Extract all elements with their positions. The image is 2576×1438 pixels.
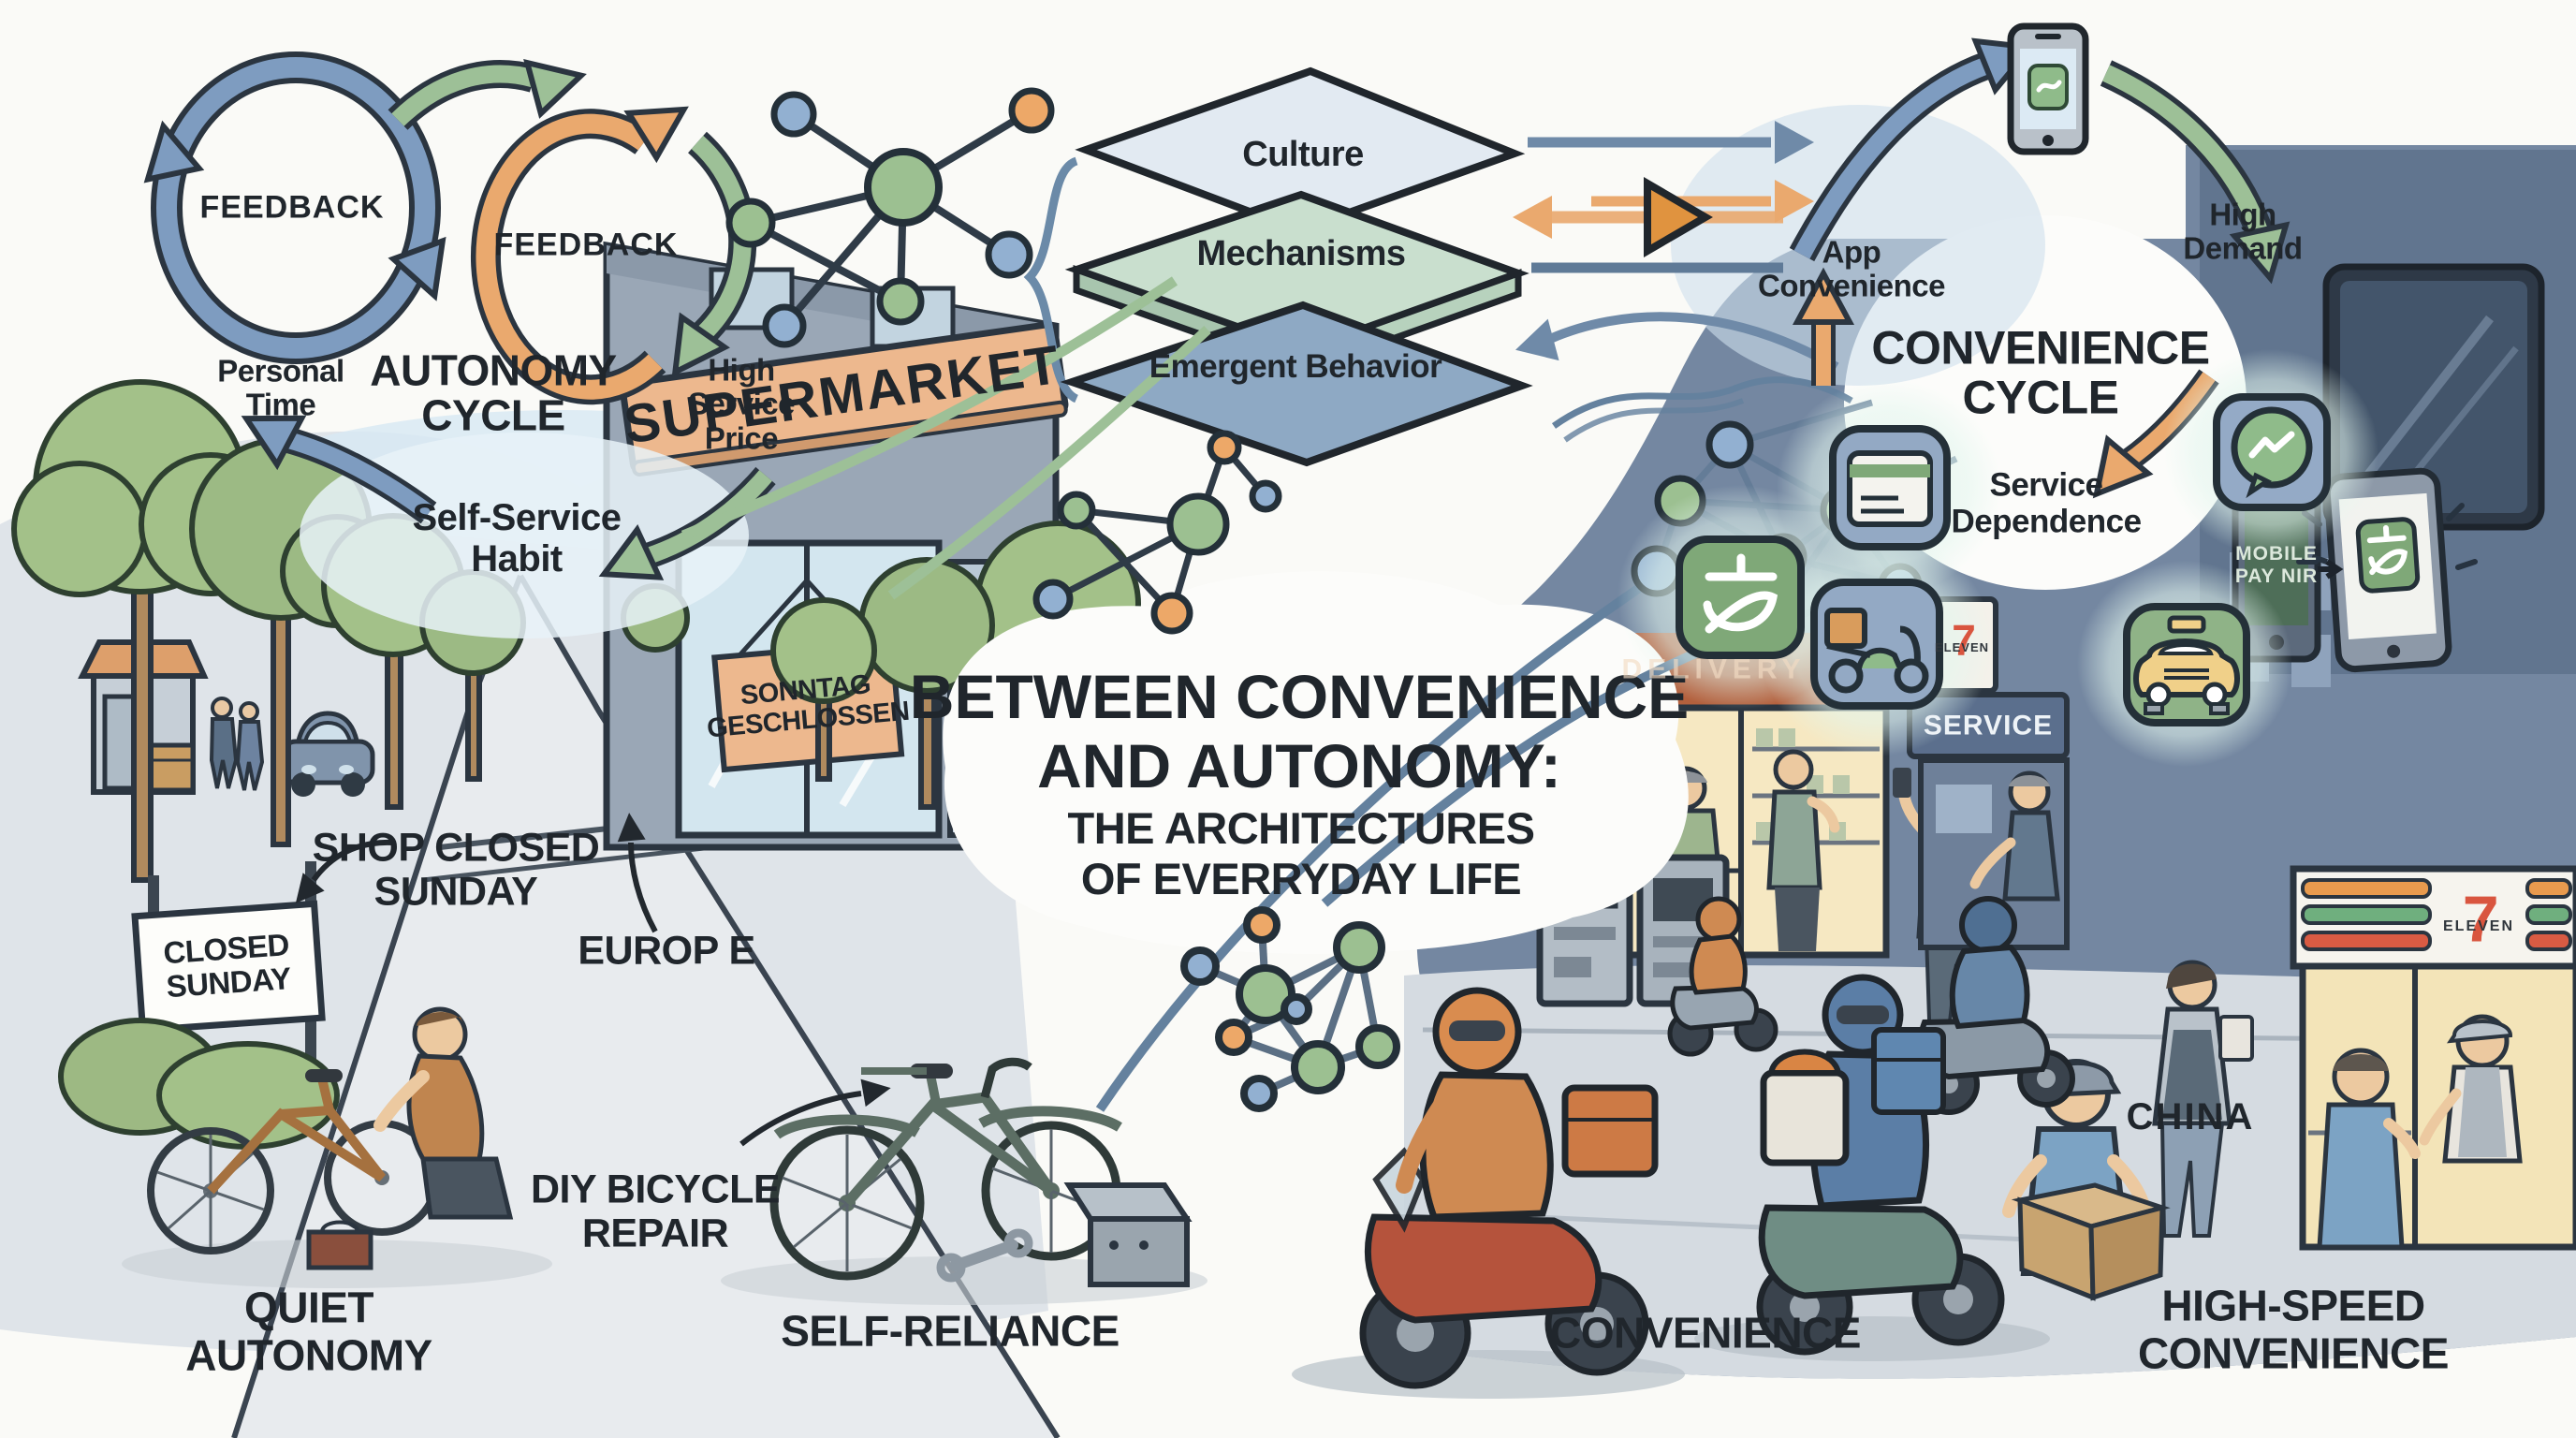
- messenger-icon: [2213, 393, 2331, 511]
- convenience-cycle-title: CONVENIENCE CYCLE: [1871, 321, 2210, 423]
- car: [280, 711, 375, 797]
- diy-bicycle-repair-label: DIY BICYCLE REPAIR: [530, 1167, 781, 1256]
- delivery-man-with-box: [2002, 1059, 2171, 1301]
- autonomy-cycle-title: AUTONOMY CYCLE: [370, 345, 617, 440]
- stack-exchange-arrows: [1513, 121, 1839, 372]
- service-dependence-label: Service Dependence: [1951, 466, 2142, 539]
- curly-brace: [1023, 156, 1079, 404]
- service-sign-label: SERVICE: [1923, 710, 2054, 741]
- star-network: [725, 87, 1055, 348]
- play-icon: [1644, 177, 1713, 257]
- quiet-autonomy-label: QUIET AUTONOMY: [185, 1283, 432, 1379]
- high-service-price-label: High Service Price: [688, 352, 795, 456]
- eleven-logo-storefront: ELEVEN: [2442, 918, 2515, 935]
- card-payment-icon: [1829, 425, 1951, 550]
- smartphone-icon: [2007, 22, 2089, 155]
- walking-woman: [2152, 960, 2254, 1238]
- autonomy-cycle-diagram: [143, 51, 776, 580]
- store-customer: [2317, 1048, 2421, 1250]
- feedback-label-left: FEEDBACK: [199, 189, 385, 226]
- annotation-arrows: [295, 813, 891, 1147]
- taxi-icon: [2123, 603, 2250, 726]
- layer-stack: [1023, 66, 1533, 467]
- layer-culture: [1075, 66, 1526, 235]
- europe-label: EUROP E: [578, 928, 755, 974]
- toolbox-icon: [1063, 1182, 1193, 1287]
- china-label: CHINA: [2126, 1096, 2255, 1137]
- title-bubble: [943, 571, 1689, 954]
- main-title-bottom: THE ARCHITECTURES OF EVERRYDAY LIFE: [1067, 802, 1535, 903]
- convenience-label: CONVENIENCE: [1550, 1308, 1861, 1357]
- high-demand-label: High Demand: [2183, 197, 2303, 266]
- high-speed-convenience-label: HIGH-SPEED CONVENIENCE: [2138, 1281, 2449, 1377]
- alipay-icon: [1676, 536, 1805, 659]
- personal-time-label: Personal Time: [217, 353, 344, 422]
- self-service-habit-label: Self-Service Habit: [412, 497, 622, 580]
- billboard-tablet: [2322, 263, 2545, 531]
- bicycle-repair-man: [122, 1006, 552, 1288]
- service-counter-clerk: [1918, 757, 2070, 950]
- pedestrian-couple: [209, 697, 265, 791]
- scooter-rider-far: [1667, 896, 1778, 1057]
- delivery-sign-label: DELIVERY: [1621, 653, 1807, 685]
- feedback-label-right: FEEDBACK: [493, 227, 679, 263]
- layer-culture-label: Culture: [1242, 135, 1364, 175]
- store-clerk: [2419, 1014, 2523, 1164]
- bottom-network: [1180, 906, 1400, 1112]
- main-title-top: BETWEEN CONVENIENCE AND AUTONOMY:: [909, 662, 1690, 800]
- small-network-left: [1032, 430, 1282, 635]
- mobile-pay-sign-label: MOBILE PAY NIR: [2234, 542, 2319, 587]
- delivery-scooter-icon: [1810, 579, 1943, 710]
- layer-mechanisms-label: Mechanisms: [1196, 234, 1406, 274]
- scooter-rider-hooded: [1871, 896, 2075, 1115]
- seven-logo-storefront: 7: [2462, 882, 2499, 956]
- shop-closed-label: SHOP CLOSED SUNDAY: [312, 825, 600, 915]
- self-reliance-label: SELF-RELIANCE: [781, 1306, 1120, 1356]
- layer-emergent-label: Emergent Behavior: [1149, 347, 1442, 385]
- wrench-icon: [936, 1228, 1033, 1283]
- self-service-bubble: [300, 433, 749, 638]
- scooter-rider-orange: [1292, 987, 1685, 1399]
- diy-bicycle: [721, 1057, 1208, 1305]
- app-icons: [1617, 349, 2378, 767]
- eleven-logo-vertical: ELEVEN: [1934, 639, 1990, 654]
- closed-sunday-sign-label: CLOSED SUNDAY: [162, 927, 293, 1005]
- cloud-blob: [1671, 105, 2045, 386]
- seven-logo-vertical: 7: [1952, 615, 1976, 665]
- app-convenience-label: App Convenience: [1758, 234, 1945, 303]
- seven-eleven-storefront: [2290, 865, 2576, 1251]
